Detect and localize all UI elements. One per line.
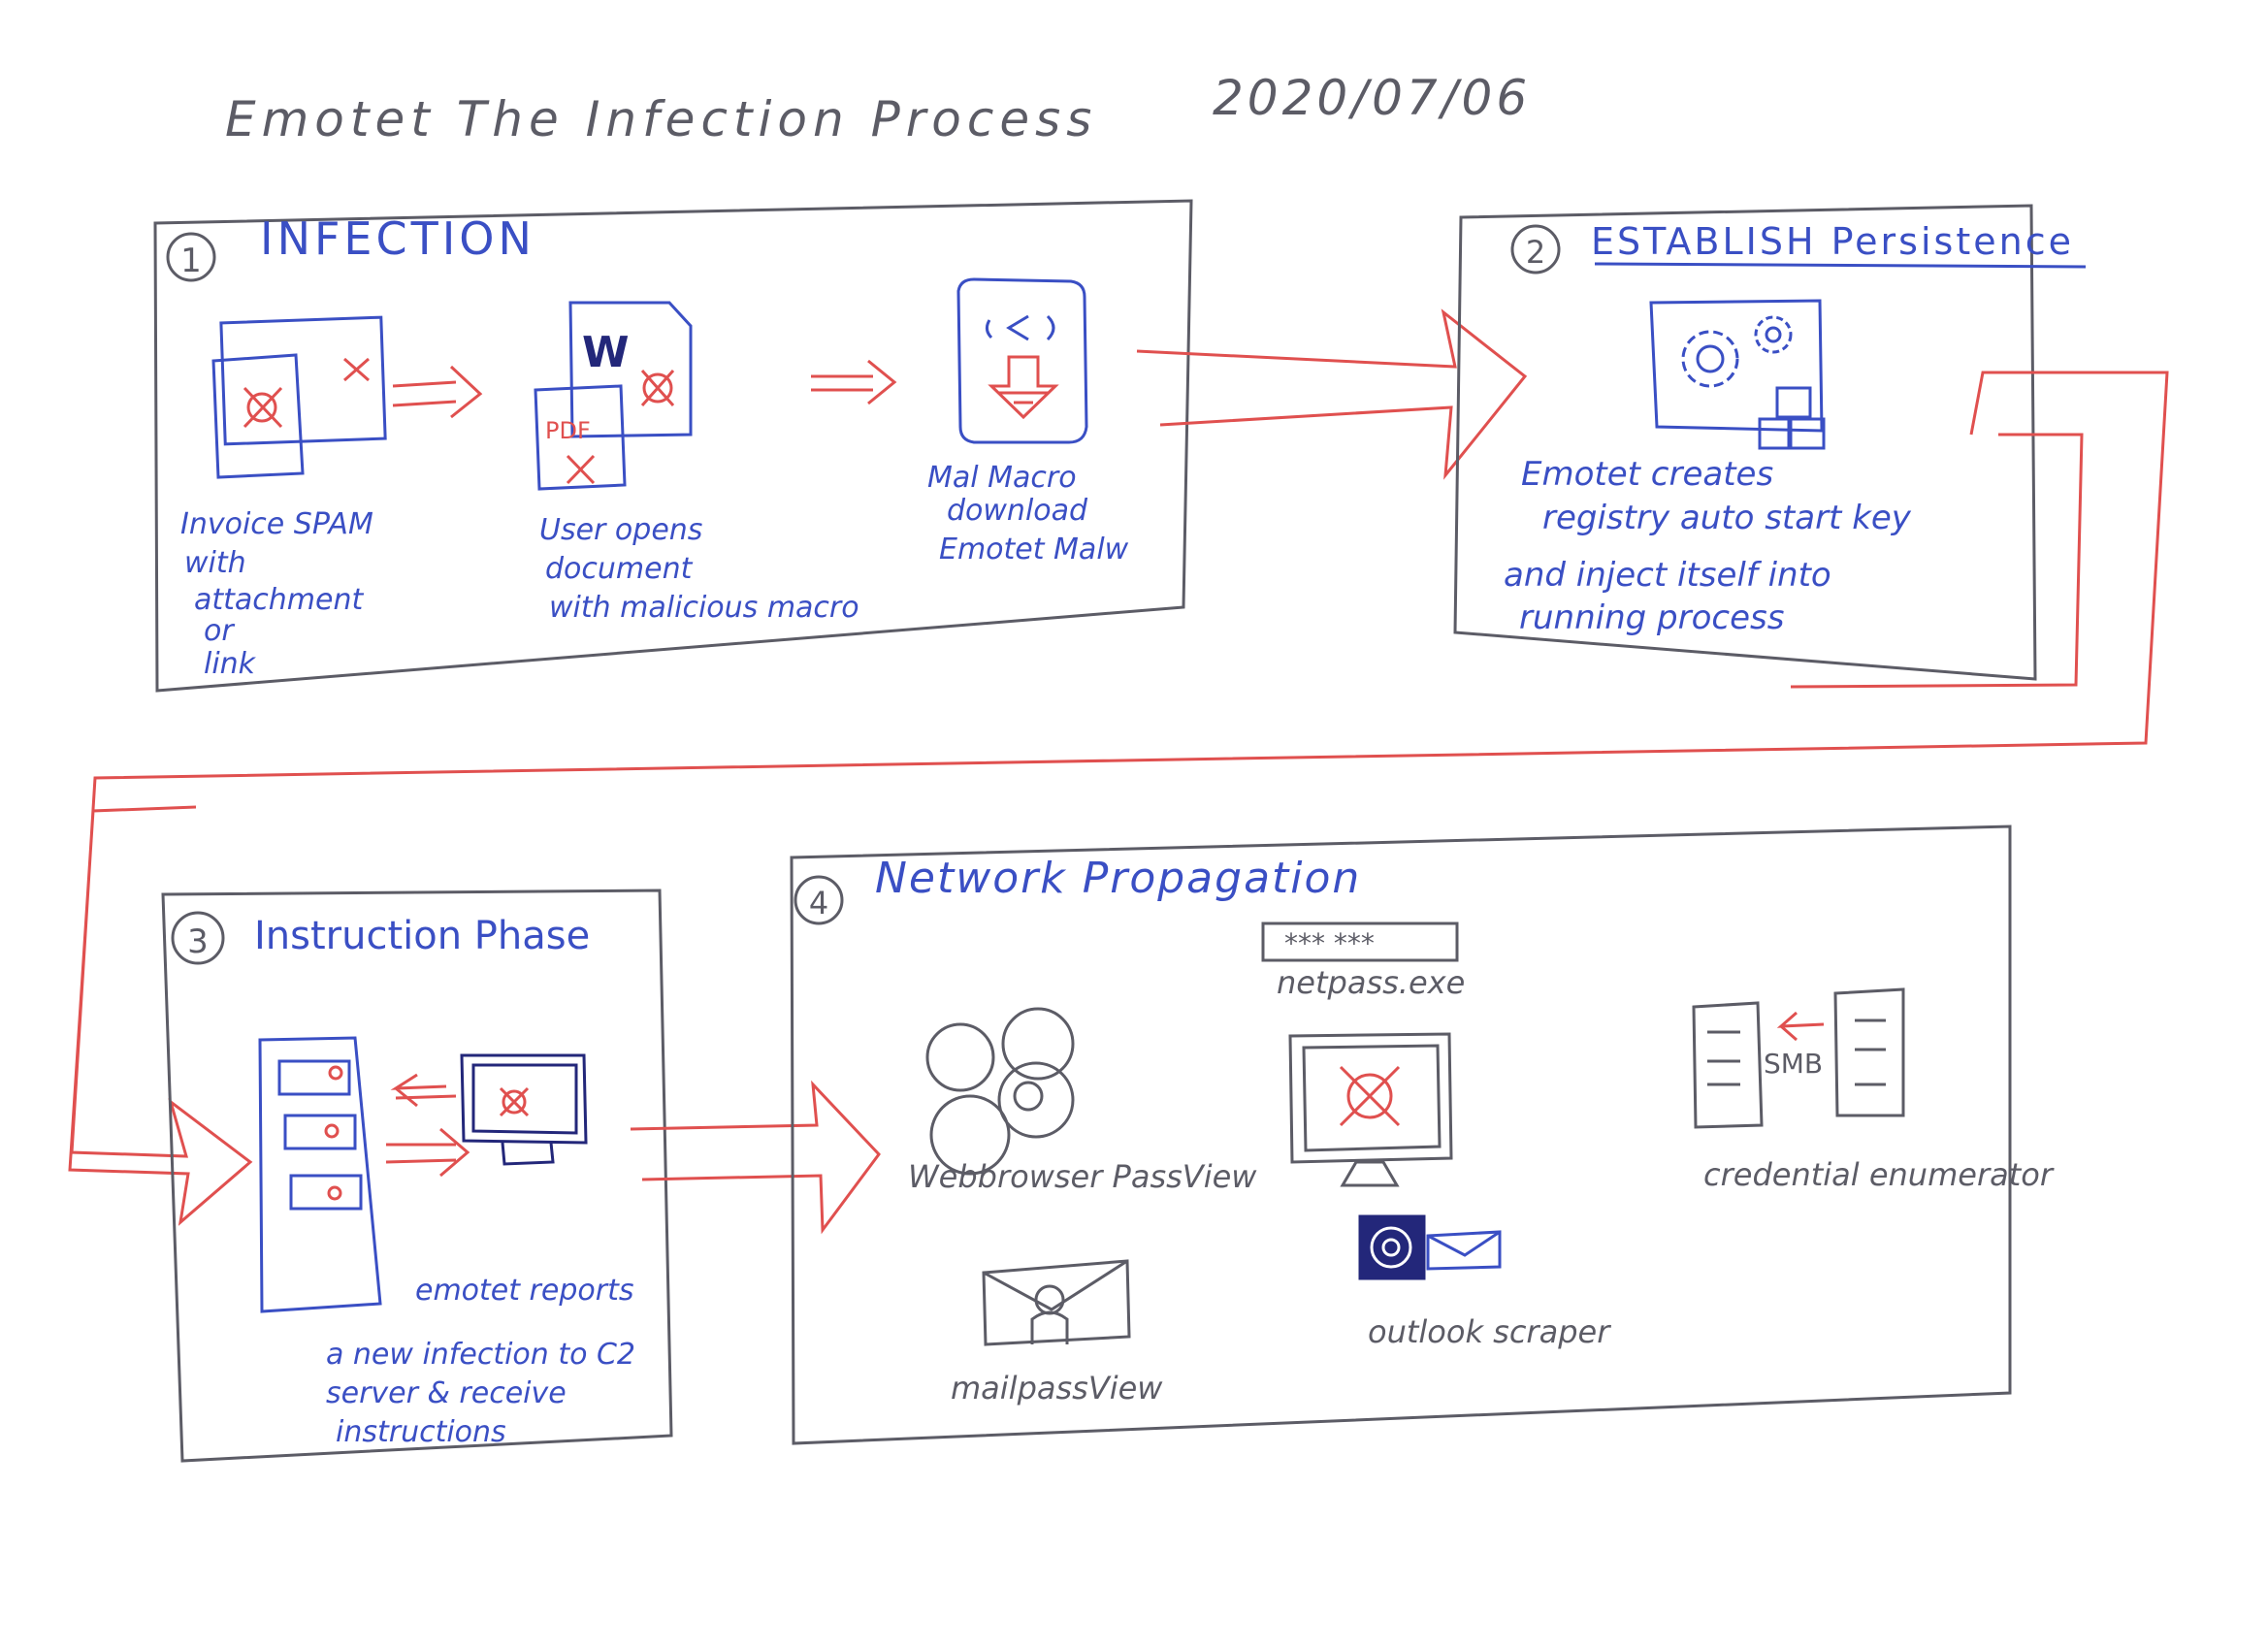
- tool-label: credential enumerator: [1703, 1156, 2055, 1193]
- flow-connector-icon: [68, 371, 2169, 1226]
- stage-infection: 1 INFECTION Invoice SPAM with attachment…: [153, 199, 1193, 693]
- step-caption-line: Emotet Malw: [939, 533, 1129, 566]
- settings-gears-icon: [1649, 299, 1826, 450]
- stage-frame: [161, 889, 673, 1463]
- flow-connector-icon: [1790, 433, 2084, 689]
- stage-instruction: 3 Instruction Phase emotet reports a new…: [161, 889, 673, 1463]
- step-caption-line: download: [947, 494, 1088, 528]
- macro-download-icon: [956, 277, 1088, 444]
- outlook-icon: [1358, 1214, 1502, 1280]
- step-caption-line: attachment: [194, 583, 364, 617]
- word-badge: W: [582, 328, 630, 377]
- diagram-title: Emotet The Infection Process: [225, 91, 1097, 147]
- stage-caption-line: emotet reports: [415, 1274, 633, 1308]
- tool-label: outlook scraper: [1368, 1313, 1611, 1350]
- stage-title: Instruction Phase: [254, 914, 590, 958]
- stage-title: Network Propagation: [875, 854, 1361, 903]
- password-field-icon: [1261, 922, 1459, 962]
- step-caption-line: link: [204, 647, 257, 681]
- step-arrow-icon: [811, 359, 897, 405]
- word-pdf-document-icon: [534, 301, 693, 491]
- smb-share-icon: [1692, 987, 1905, 1129]
- step-caption-line: User opens: [539, 513, 702, 547]
- stage-number: 4: [809, 885, 828, 922]
- step-caption-line: with malicious macro: [549, 591, 859, 625]
- flow-arrow-icon: [630, 1080, 881, 1235]
- tool-label: Webbrowser PassView: [908, 1158, 1257, 1195]
- stage-title: INFECTION: [260, 212, 535, 265]
- step-arrow-icon: [392, 365, 483, 419]
- mail-icon: [982, 1259, 1131, 1346]
- stage-caption-line: and inject itself into: [1504, 556, 1831, 595]
- stage-caption-line: registry auto start key: [1542, 499, 1912, 537]
- step-caption-line: document: [545, 552, 694, 586]
- stage-number-badge: [166, 232, 216, 282]
- stage-number: 3: [187, 922, 209, 961]
- tool-label: netpass.exe: [1277, 964, 1465, 1001]
- stage-caption-line: server & receive: [326, 1376, 567, 1410]
- stage-persistence: 2 ESTABLISH Persistence Emotet creates r…: [1453, 204, 2087, 681]
- infected-document-icon: [211, 315, 387, 479]
- step-caption-line: with: [184, 546, 246, 580]
- stage-caption-line: Emotet creates: [1521, 455, 1773, 494]
- stage-number-badge: [171, 911, 225, 965]
- stage-caption-line: instructions: [336, 1415, 506, 1449]
- step-caption-line: Mal Macro: [927, 461, 1077, 495]
- stage-number-badge: [1510, 224, 1561, 275]
- diagram-date: 2020/07/06: [1213, 70, 1531, 126]
- step-caption-line: Invoice SPAM: [180, 507, 373, 541]
- stage-caption-line: a new infection to C2: [326, 1338, 635, 1372]
- smb-badge: SMB: [1764, 1048, 1823, 1080]
- tool-label: mailpassView: [951, 1370, 1163, 1406]
- stage-number: 1: [180, 242, 202, 280]
- step-caption-line: or: [204, 614, 235, 648]
- stage-number: 2: [1526, 234, 1545, 271]
- c2-server-icon: [258, 1036, 588, 1313]
- infected-monitor-icon: [1288, 1032, 1453, 1187]
- pdf-badge: PDF: [545, 417, 591, 444]
- password-field-value: *** ***: [1284, 927, 1375, 959]
- stage-number-badge: [794, 875, 844, 925]
- stage-title: ESTABLISH Persistence: [1591, 220, 2074, 263]
- flow-arrow-icon: [1136, 308, 1528, 480]
- stage-propagation: 4 Network Propagation Webbrowser PassVie…: [790, 824, 2055, 1445]
- stage-frame: [1453, 204, 2037, 681]
- title-underline: [1594, 262, 2087, 269]
- stage-frame: [153, 199, 1193, 693]
- browser-icons-icon: [925, 1007, 1075, 1176]
- stage-caption-line: running process: [1519, 598, 1784, 637]
- stage-frame: [790, 824, 2012, 1445]
